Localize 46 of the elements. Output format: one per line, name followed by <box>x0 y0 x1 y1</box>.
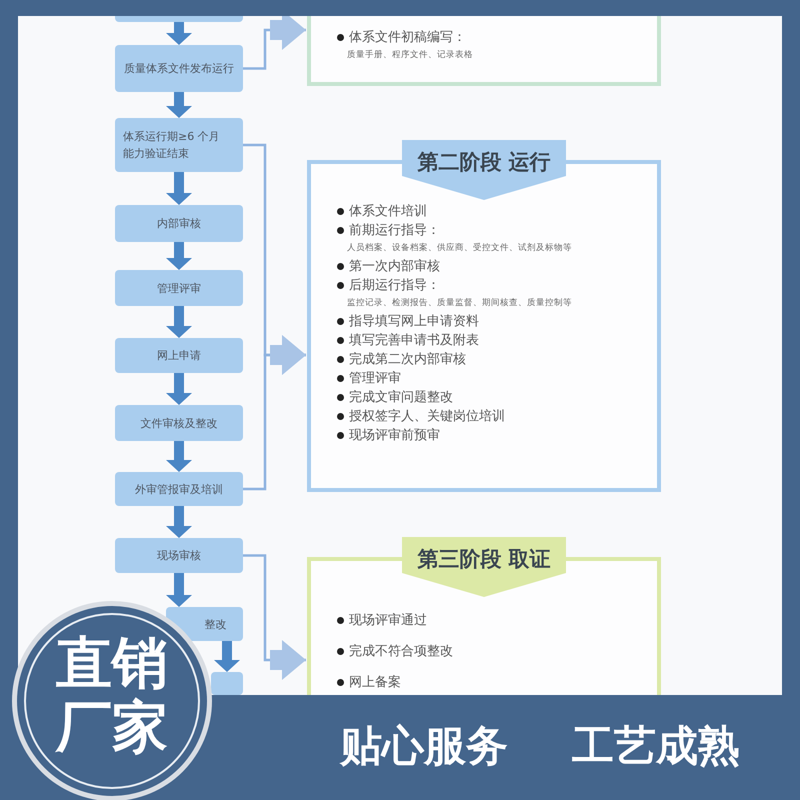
down-arrow <box>166 441 192 472</box>
list-item: 授权签字人、关键岗位培训 <box>337 407 572 426</box>
list-item: 完成文审问题整改 <box>337 388 572 407</box>
list-item: 指导填写网上申请资料 <box>337 312 572 331</box>
process-box: 文件审核及整改 <box>115 405 243 441</box>
down-arrow <box>166 506 192 538</box>
list-item: 第一次内部审核 <box>337 257 572 276</box>
list-item: 体系文件初稿编写： <box>337 28 473 47</box>
list-item: 现场评审通过 <box>337 611 453 630</box>
list-item: 网上备案 <box>337 673 453 692</box>
list-item: 现场评审前预审 <box>337 426 572 445</box>
down-arrow <box>166 306 192 338</box>
list-item: 管理评审 <box>337 369 572 388</box>
process-box: 内部审核 <box>115 205 243 242</box>
list-item: 前期运行指导： <box>337 221 572 240</box>
list-item: 完成第二次内部审核 <box>337 350 572 369</box>
bracket-arrow <box>243 335 306 490</box>
item-detail: 人员档案、设备档案、供应商、受控文件、试剂及标物等 <box>346 242 572 255</box>
process-box: 体系运行期≥6 个月能力验证结束 <box>115 118 243 172</box>
process-box: 质量体系文件发布运行 <box>115 45 243 92</box>
list-item: 填写完善申请书及附表 <box>337 331 572 350</box>
process-box <box>211 672 243 695</box>
slogan-text: 工艺成熟 <box>572 720 740 772</box>
stage-banner: 第三阶段 取证 <box>402 537 566 597</box>
bracket-arrow <box>243 554 306 680</box>
process-box: 外审管报审及培训 <box>115 472 243 506</box>
down-arrow <box>166 373 192 405</box>
slogan-text: 贴心服务 <box>340 720 508 772</box>
badge-text: 直销厂家 <box>54 632 169 760</box>
list-item: 后期运行指导： <box>337 276 572 295</box>
list-item: 体系文件培训 <box>337 202 572 221</box>
item-detail: 监控记录、检测报告、质量监督、期间核查、质量控制等 <box>346 297 572 310</box>
down-arrow <box>214 641 240 672</box>
down-arrow <box>166 242 192 270</box>
stage-panel <box>307 16 661 86</box>
bracket-arrow <box>243 16 306 70</box>
down-arrow <box>166 172 192 205</box>
process-box: 网上申请 <box>115 338 243 373</box>
stage-banner: 第二阶段 运行 <box>402 140 566 200</box>
process-box: 现场审核 <box>115 538 243 573</box>
down-arrow <box>166 573 192 607</box>
process-box: 管理评审 <box>115 270 243 306</box>
down-arrow <box>166 22 192 45</box>
list-item: 完成不符合项整改 <box>337 642 453 661</box>
down-arrow <box>166 92 192 118</box>
item-detail: 质量手册、程序文件、记录表格 <box>346 48 473 62</box>
